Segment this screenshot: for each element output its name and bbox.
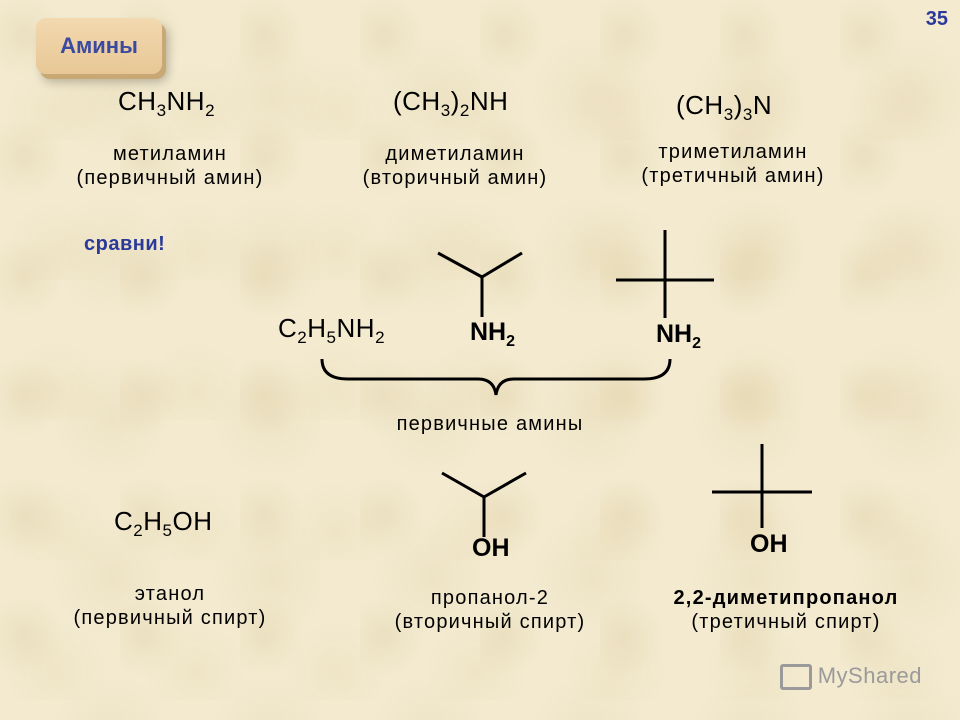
formula-ethylamine: C2H5NH2: [278, 313, 386, 347]
label-dimethylpropanol: 2,2-диметипропанол(третичный спирт): [673, 587, 899, 633]
watermark: MyShared: [779, 663, 922, 690]
amine-group-iso: NH2: [470, 318, 516, 350]
isopropyl-skeleton-amine: [437, 251, 523, 317]
brace-label: первичные амины: [396, 413, 584, 435]
tertbutyl-skeleton-amine: [616, 230, 714, 318]
isopropyl-skeleton-alcohol: [441, 471, 527, 537]
label-dimethylamine: диметиламин(вторичный амин): [362, 143, 548, 189]
formula-dimethylamine: (CH3)2NH: [393, 86, 509, 120]
label-trimethylamine: триметиламин(третичный амин): [641, 141, 825, 187]
title-badge: Амины: [36, 18, 162, 74]
compare-note: сравни!: [84, 233, 166, 255]
presentation-icon: [779, 664, 812, 690]
curly-brace: [320, 358, 672, 396]
page-number: 35: [925, 8, 948, 30]
label-propanol: пропанол-2(вторичный спирт): [394, 587, 586, 633]
hydroxyl-group-tert: OH: [750, 530, 788, 558]
page-title: Амины: [60, 33, 138, 58]
hydroxyl-group-iso: OH: [472, 534, 510, 562]
formula-ethanol: C2H5OH: [114, 506, 213, 540]
formula-trimethylamine: (CH3)3N: [676, 90, 773, 124]
label-methylamine: метиламин(первичный амин): [76, 143, 264, 189]
amine-group-tert: NH2: [656, 320, 702, 352]
label-ethanol: этанол(первичный спирт): [73, 583, 267, 629]
tertbutyl-skeleton-alcohol: [712, 444, 812, 528]
formula-methylamine: CH3NH2: [118, 86, 216, 120]
